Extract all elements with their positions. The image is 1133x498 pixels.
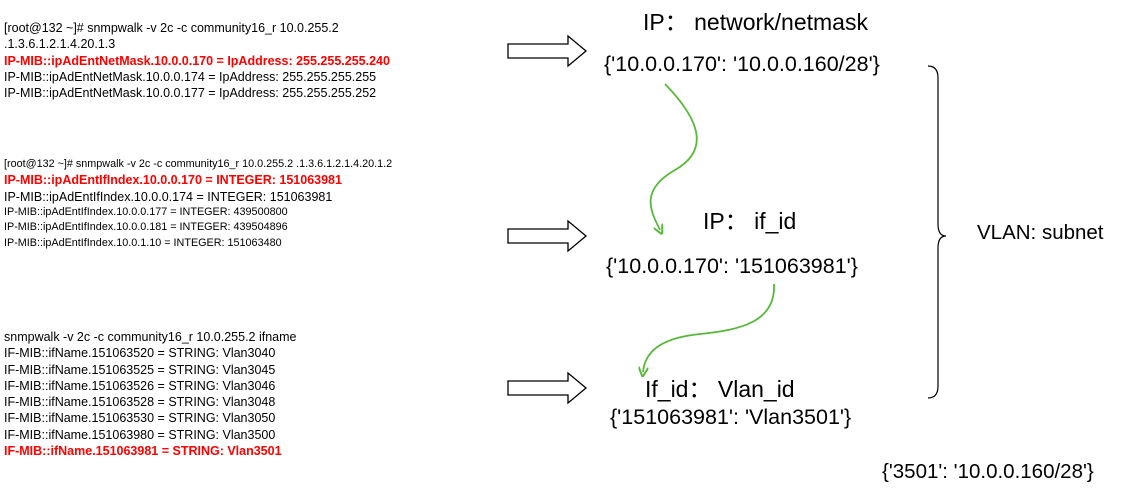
command-line-continued: .1.3.6.1.2.1.4.20.1.3 bbox=[4, 37, 116, 52]
curved-arrow-icon bbox=[643, 283, 775, 372]
result-line: IP-MIB::ipAdEntNetMask.10.0.0.174 = IpAd… bbox=[4, 69, 377, 84]
mapping-label-ifid-vlan: If_id： Vlan_id bbox=[645, 376, 795, 402]
result-line: IF-MIB::ifName.151063530 = STRING: Vlan3… bbox=[4, 411, 276, 426]
result-line: IP-MIB::ipAdEntIfIndex.10.0.0.174 = INTE… bbox=[4, 189, 333, 204]
right-arrow-icon bbox=[507, 34, 588, 68]
command-line: snmpwalk -v 2c -c community16_r 10.0.255… bbox=[4, 330, 297, 344]
command-line: [root@132 ~]# snmpwalk -v 2c -c communit… bbox=[4, 158, 393, 170]
snmp-output-ifindex: [root@132 ~]# snmpwalk -v 2c -c communit… bbox=[4, 157, 392, 251]
result-line: IP-MIB::ipAdEntNetMask.10.0.0.177 = IpAd… bbox=[4, 86, 377, 101]
highlighted-result-line: IP-MIB::ipAdEntNetMask.10.0.0.170 = IpAd… bbox=[4, 53, 390, 68]
right-arrow-icon bbox=[507, 219, 588, 253]
highlighted-result-line: IF-MIB::ifName.151063981 = STRING: Vlan3… bbox=[4, 444, 282, 459]
result-line: IF-MIB::ifName.151063520 = STRING: Vlan3… bbox=[4, 346, 276, 361]
right-arrow-icon bbox=[507, 371, 588, 405]
vlan-subnet-label: VLAN: subnet bbox=[977, 221, 1104, 244]
mapping-label-ip-ifid: IP： if_id bbox=[703, 208, 797, 234]
mapping-value-ip-netmask: {'10.0.0.170': '10.0.0.160/28'} bbox=[604, 52, 880, 76]
mapping-value-ifid-vlan: {'151063981': 'Vlan3501'} bbox=[610, 405, 852, 429]
result-line: IP-MIB::ipAdEntIfIndex.10.0.0.181 = INTE… bbox=[4, 221, 288, 234]
command-line: [root@132 ~]# snmpwalk -v 2c -c communit… bbox=[4, 21, 339, 35]
result-line: IF-MIB::ifName.151063526 = STRING: Vlan3… bbox=[4, 378, 276, 393]
result-line: IF-MIB::ifName.151063528 = STRING: Vlan3… bbox=[4, 395, 276, 410]
mapping-value-ip-ifid: {'10.0.0.170': '151063981'} bbox=[606, 254, 858, 278]
result-line: IF-MIB::ifName.151063525 = STRING: Vlan3… bbox=[4, 362, 276, 377]
highlighted-result-line: IP-MIB::ipAdEntIfIndex.10.0.0.170 = INTE… bbox=[4, 173, 342, 188]
snmp-output-ifname: snmpwalk -v 2c -c community16_r 10.0.255… bbox=[4, 329, 297, 459]
result-line: IP-MIB::ipAdEntIfIndex.10.0.0.177 = INTE… bbox=[4, 206, 288, 218]
curved-arrow-icon bbox=[649, 83, 698, 230]
mapping-label-ip-netmask: IP： network/netmask bbox=[643, 9, 868, 35]
result-line: IP-MIB::ipAdEntIfIndex.10.0.1.10 = INTEG… bbox=[4, 236, 282, 249]
snmp-output-netmask: [root@132 ~]# snmpwalk -v 2c -c communit… bbox=[4, 20, 390, 101]
result-line: IF-MIB::ifName.151063980 = STRING: Vlan3… bbox=[4, 427, 276, 442]
right-brace-icon bbox=[927, 65, 947, 399]
vlan-subnet-result: {'3501': '10.0.0.160/28'} bbox=[882, 460, 1094, 483]
